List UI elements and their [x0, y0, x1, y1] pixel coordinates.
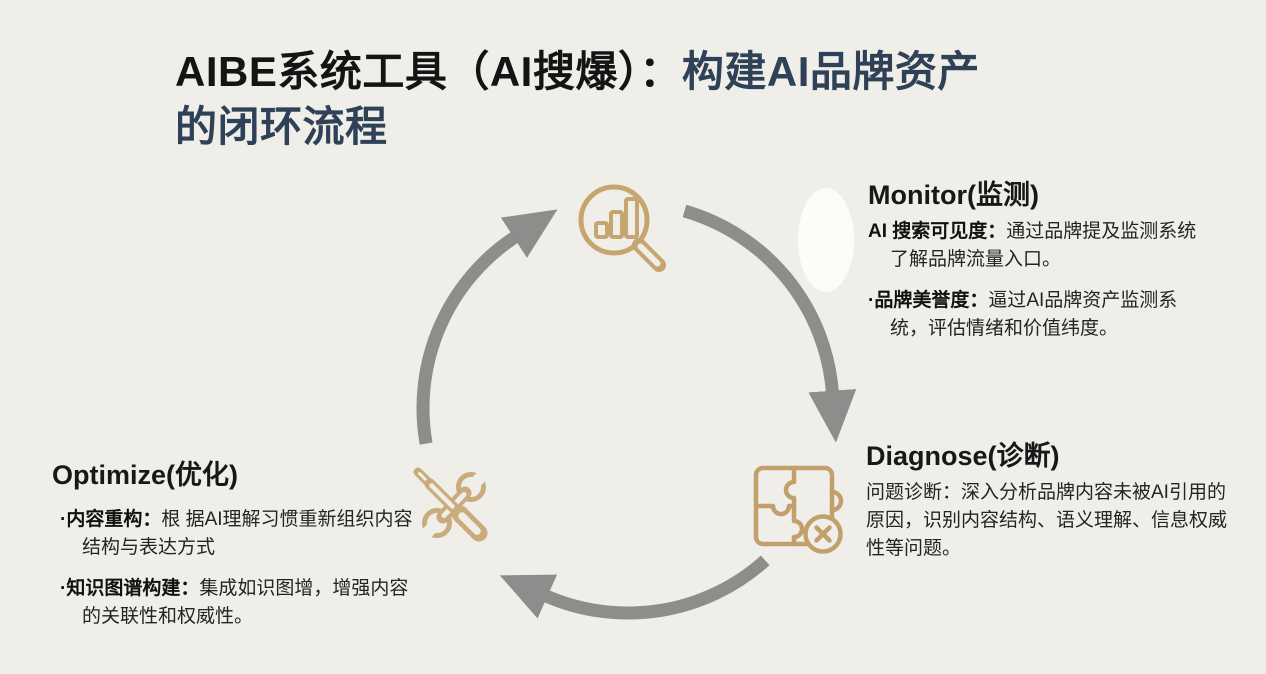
stage-diagnose: Diagnose(诊断) 问题诊断：深入分析品牌内容未被AI引用的原因，识别内容… — [866, 440, 1228, 563]
puzzle-error-icon — [753, 465, 844, 554]
monitor-item-reputation-label: ·品牌美誉度： — [868, 290, 989, 311]
monitor-item-reputation-text: 逼过AI品牌资产监测系 — [988, 290, 1178, 311]
monitor-item-reputation-line1: ·品牌美誉度：逼过AI品牌资产监测系 — [868, 287, 1228, 315]
arrow-optimize-to-monitor — [416, 209, 558, 445]
optimize-item-restructure: ·内容重构：根 据AI理解习惯重新组织内容 结构与表达方式 — [60, 506, 432, 562]
optimize-item-restructure-text: 根 据AI理解习惯重新组织内容 — [161, 509, 413, 530]
monitor-item-visibility: AI 搜索可见度：通过品牌提及监测系统 了解品牌流量入口。 — [868, 218, 1228, 274]
optimize-item-knowledge-graph-label: ·知识图谱构建： — [60, 578, 200, 599]
tools-icon — [413, 464, 494, 546]
monitor-heading: Monitor(监测) — [868, 180, 1039, 210]
arrow-monitor-to-diagnose — [682, 204, 857, 443]
chart-magnifier-icon — [578, 184, 666, 272]
title-line-1: AIBE系统工具（AI搜爆）：构建AI品牌资产 — [175, 44, 1115, 99]
diagnose-body: 问题诊断：深入分析品牌内容未被AI引用的原因，识别内容结构、语义理解、信息权威性… — [866, 482, 1228, 559]
page-title: AIBE系统工具（AI搜爆）：构建AI品牌资产 的闭环流程 — [175, 44, 1115, 154]
monitor-item-reputation: ·品牌美誉度：逼过AI品牌资产监测系 统，评估情绪和价值纬度。 — [868, 287, 1228, 343]
title-line-2: 的闭环流程 — [175, 103, 388, 150]
monitor-item-visibility-line2: 了解品牌流量入口。 — [890, 249, 1062, 270]
arrow-diagnose-to-optimize — [499, 555, 770, 620]
optimize-item-restructure-line2: 结构与表达方式 — [82, 537, 216, 558]
stage-monitor: Monitor(监测) AI 搜索可见度：通过品牌提及监测系统 了解品牌流量入口… — [868, 179, 1228, 343]
optimize-item-knowledge-graph-line1: ·知识图谱构建：集成如识图增，增强内容 — [60, 575, 432, 603]
monitor-item-visibility-text: 通过品牌提及监测系统 — [1006, 221, 1197, 242]
diagnose-heading: Diagnose(诊断) — [866, 441, 1060, 471]
title-black-text: AIBE系统工具（AI搜爆）： — [175, 48, 682, 95]
title-accent-text: 构建AI品牌资产 — [681, 48, 980, 95]
stage-optimize: ·内容重构：根 据AI理解习惯重新组织内容 结构与表达方式 ·知识图谱构建：集成… — [60, 506, 432, 631]
optimize-item-knowledge-graph: ·知识图谱构建：集成如识图增，增强内容 的关联性和权威性。 — [60, 575, 432, 631]
optimize-item-knowledge-graph-line2: 的关联性和权威性。 — [82, 606, 254, 627]
monitor-item-reputation-line2: 统，评估情绪和价值纬度。 — [890, 318, 1119, 339]
optimize-heading: Optimize(优化) — [52, 460, 238, 490]
optimize-item-knowledge-graph-text: 集成如识图增，增强内容 — [199, 578, 409, 599]
monitor-item-visibility-line1: AI 搜索可见度：通过品牌提及监测系统 — [868, 218, 1228, 246]
optimize-item-restructure-label: ·内容重构： — [60, 509, 162, 530]
monitor-item-visibility-label: AI 搜索可见度： — [868, 221, 1007, 242]
optimize-item-restructure-line1: ·内容重构：根 据AI理解习惯重新组织内容 — [60, 506, 432, 534]
white-highlight-blob — [798, 188, 854, 292]
